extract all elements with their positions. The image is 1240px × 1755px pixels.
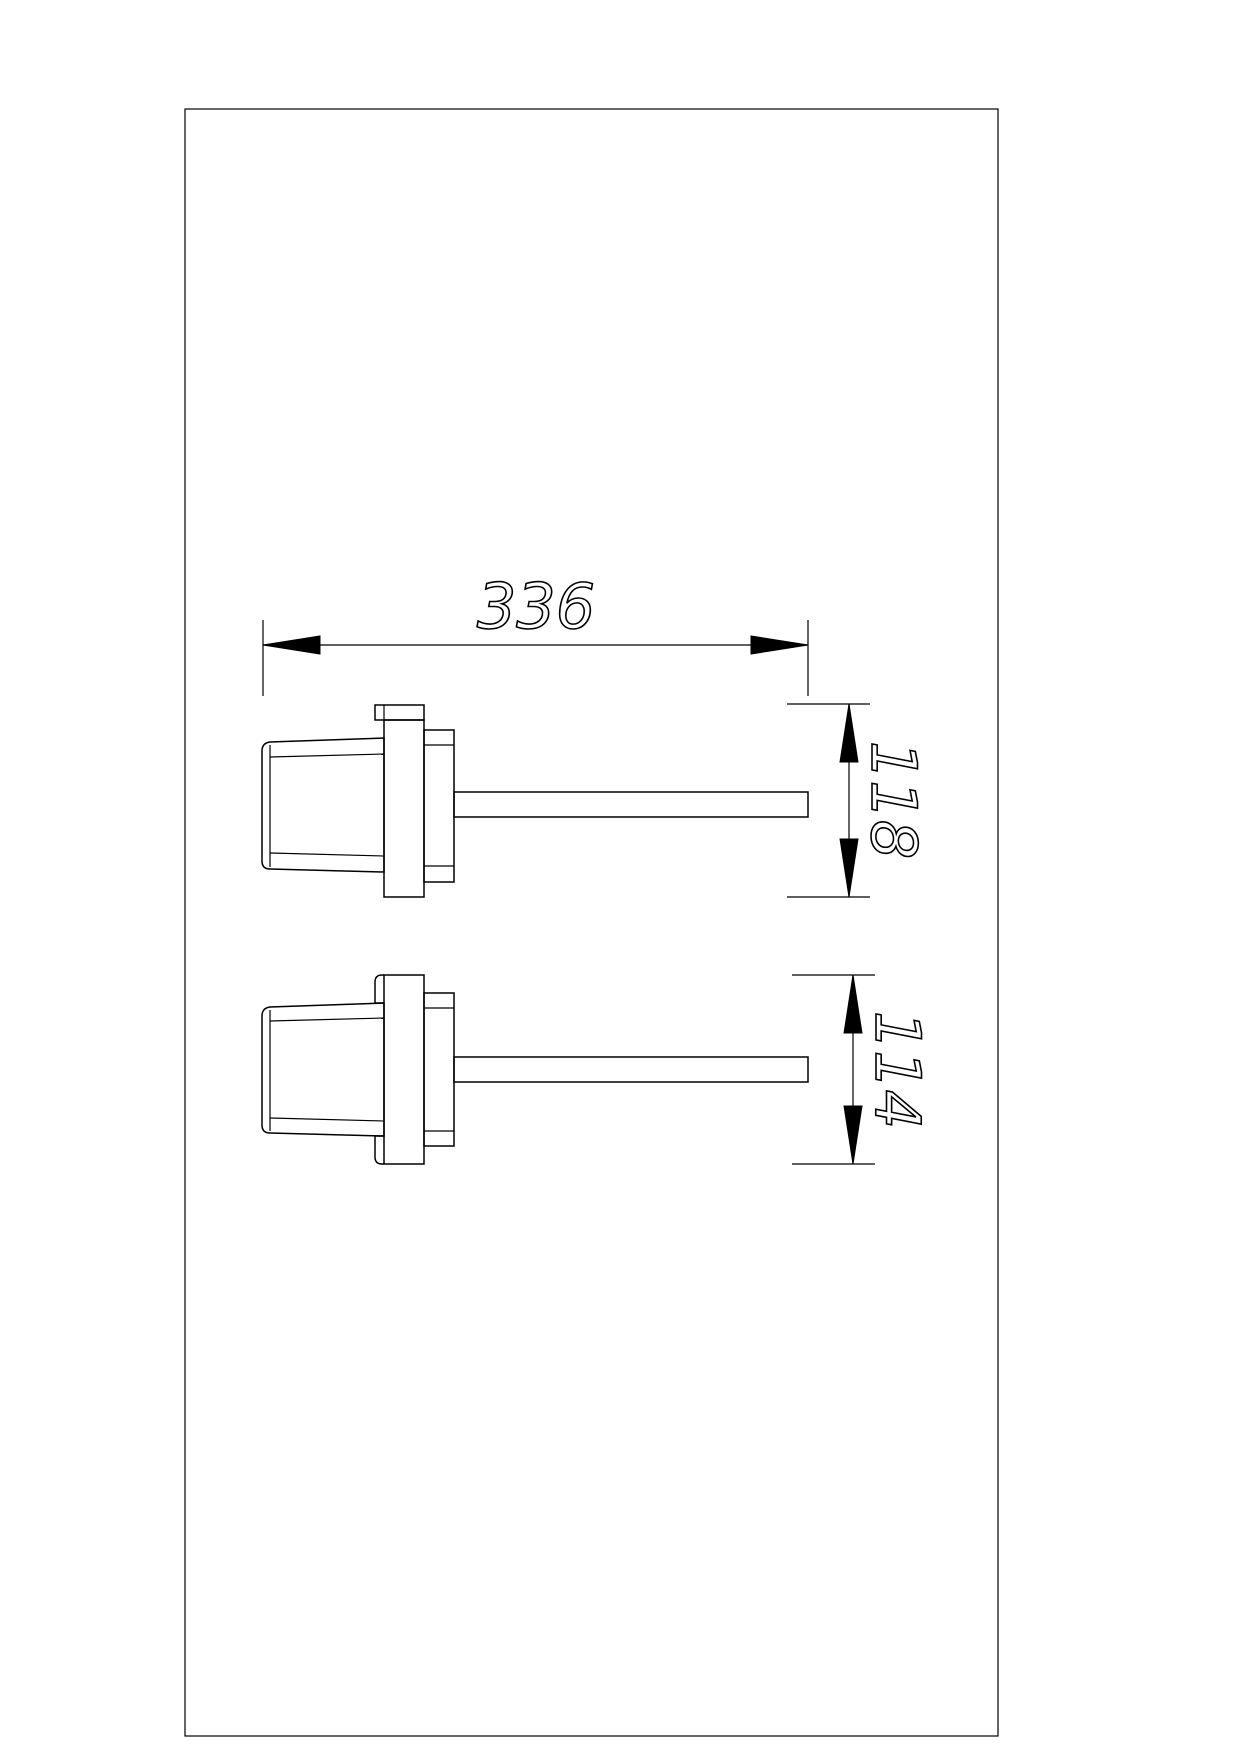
dimension-text-upper-height: 118: [857, 741, 930, 859]
upper-head-inner-bottom: [269, 852, 385, 857]
lower-head-inner-bottom: [269, 1117, 385, 1122]
upper-head-inner-top: [269, 753, 385, 758]
lower-part: [261, 974, 809, 1165]
dimension-upper-height: 118: [787, 703, 931, 898]
arrowhead-bottom: [839, 838, 859, 898]
upper-top-tab: [374, 704, 425, 721]
upper-back-plate: [423, 729, 455, 883]
arrowhead-top: [839, 703, 859, 763]
lower-head-body: [261, 1002, 385, 1137]
arrowhead-left: [262, 635, 321, 655]
dimension-overall-length: 336: [262, 569, 809, 696]
dimension-text-length: 336: [477, 570, 595, 643]
sheet-border: [184, 108, 999, 1737]
lower-tab-top: [374, 974, 384, 1004]
lower-shaft: [453, 1056, 809, 1083]
dimension-lower-height: 114: [792, 974, 935, 1165]
upper-head-body: [261, 737, 385, 873]
upper-shaft: [453, 791, 809, 818]
arrowhead-bottom: [843, 1105, 863, 1165]
arrowhead-top: [843, 974, 863, 1034]
dimension-text-lower-height: 114: [861, 1011, 934, 1129]
lower-tab-bottom: [374, 1135, 384, 1165]
lower-flange: [383, 974, 425, 1165]
arrowhead-right: [750, 635, 809, 655]
lower-head-inner-top: [269, 1017, 385, 1022]
upper-flange: [383, 719, 425, 898]
upper-part: [261, 704, 809, 898]
lower-back-plate: [423, 992, 455, 1147]
